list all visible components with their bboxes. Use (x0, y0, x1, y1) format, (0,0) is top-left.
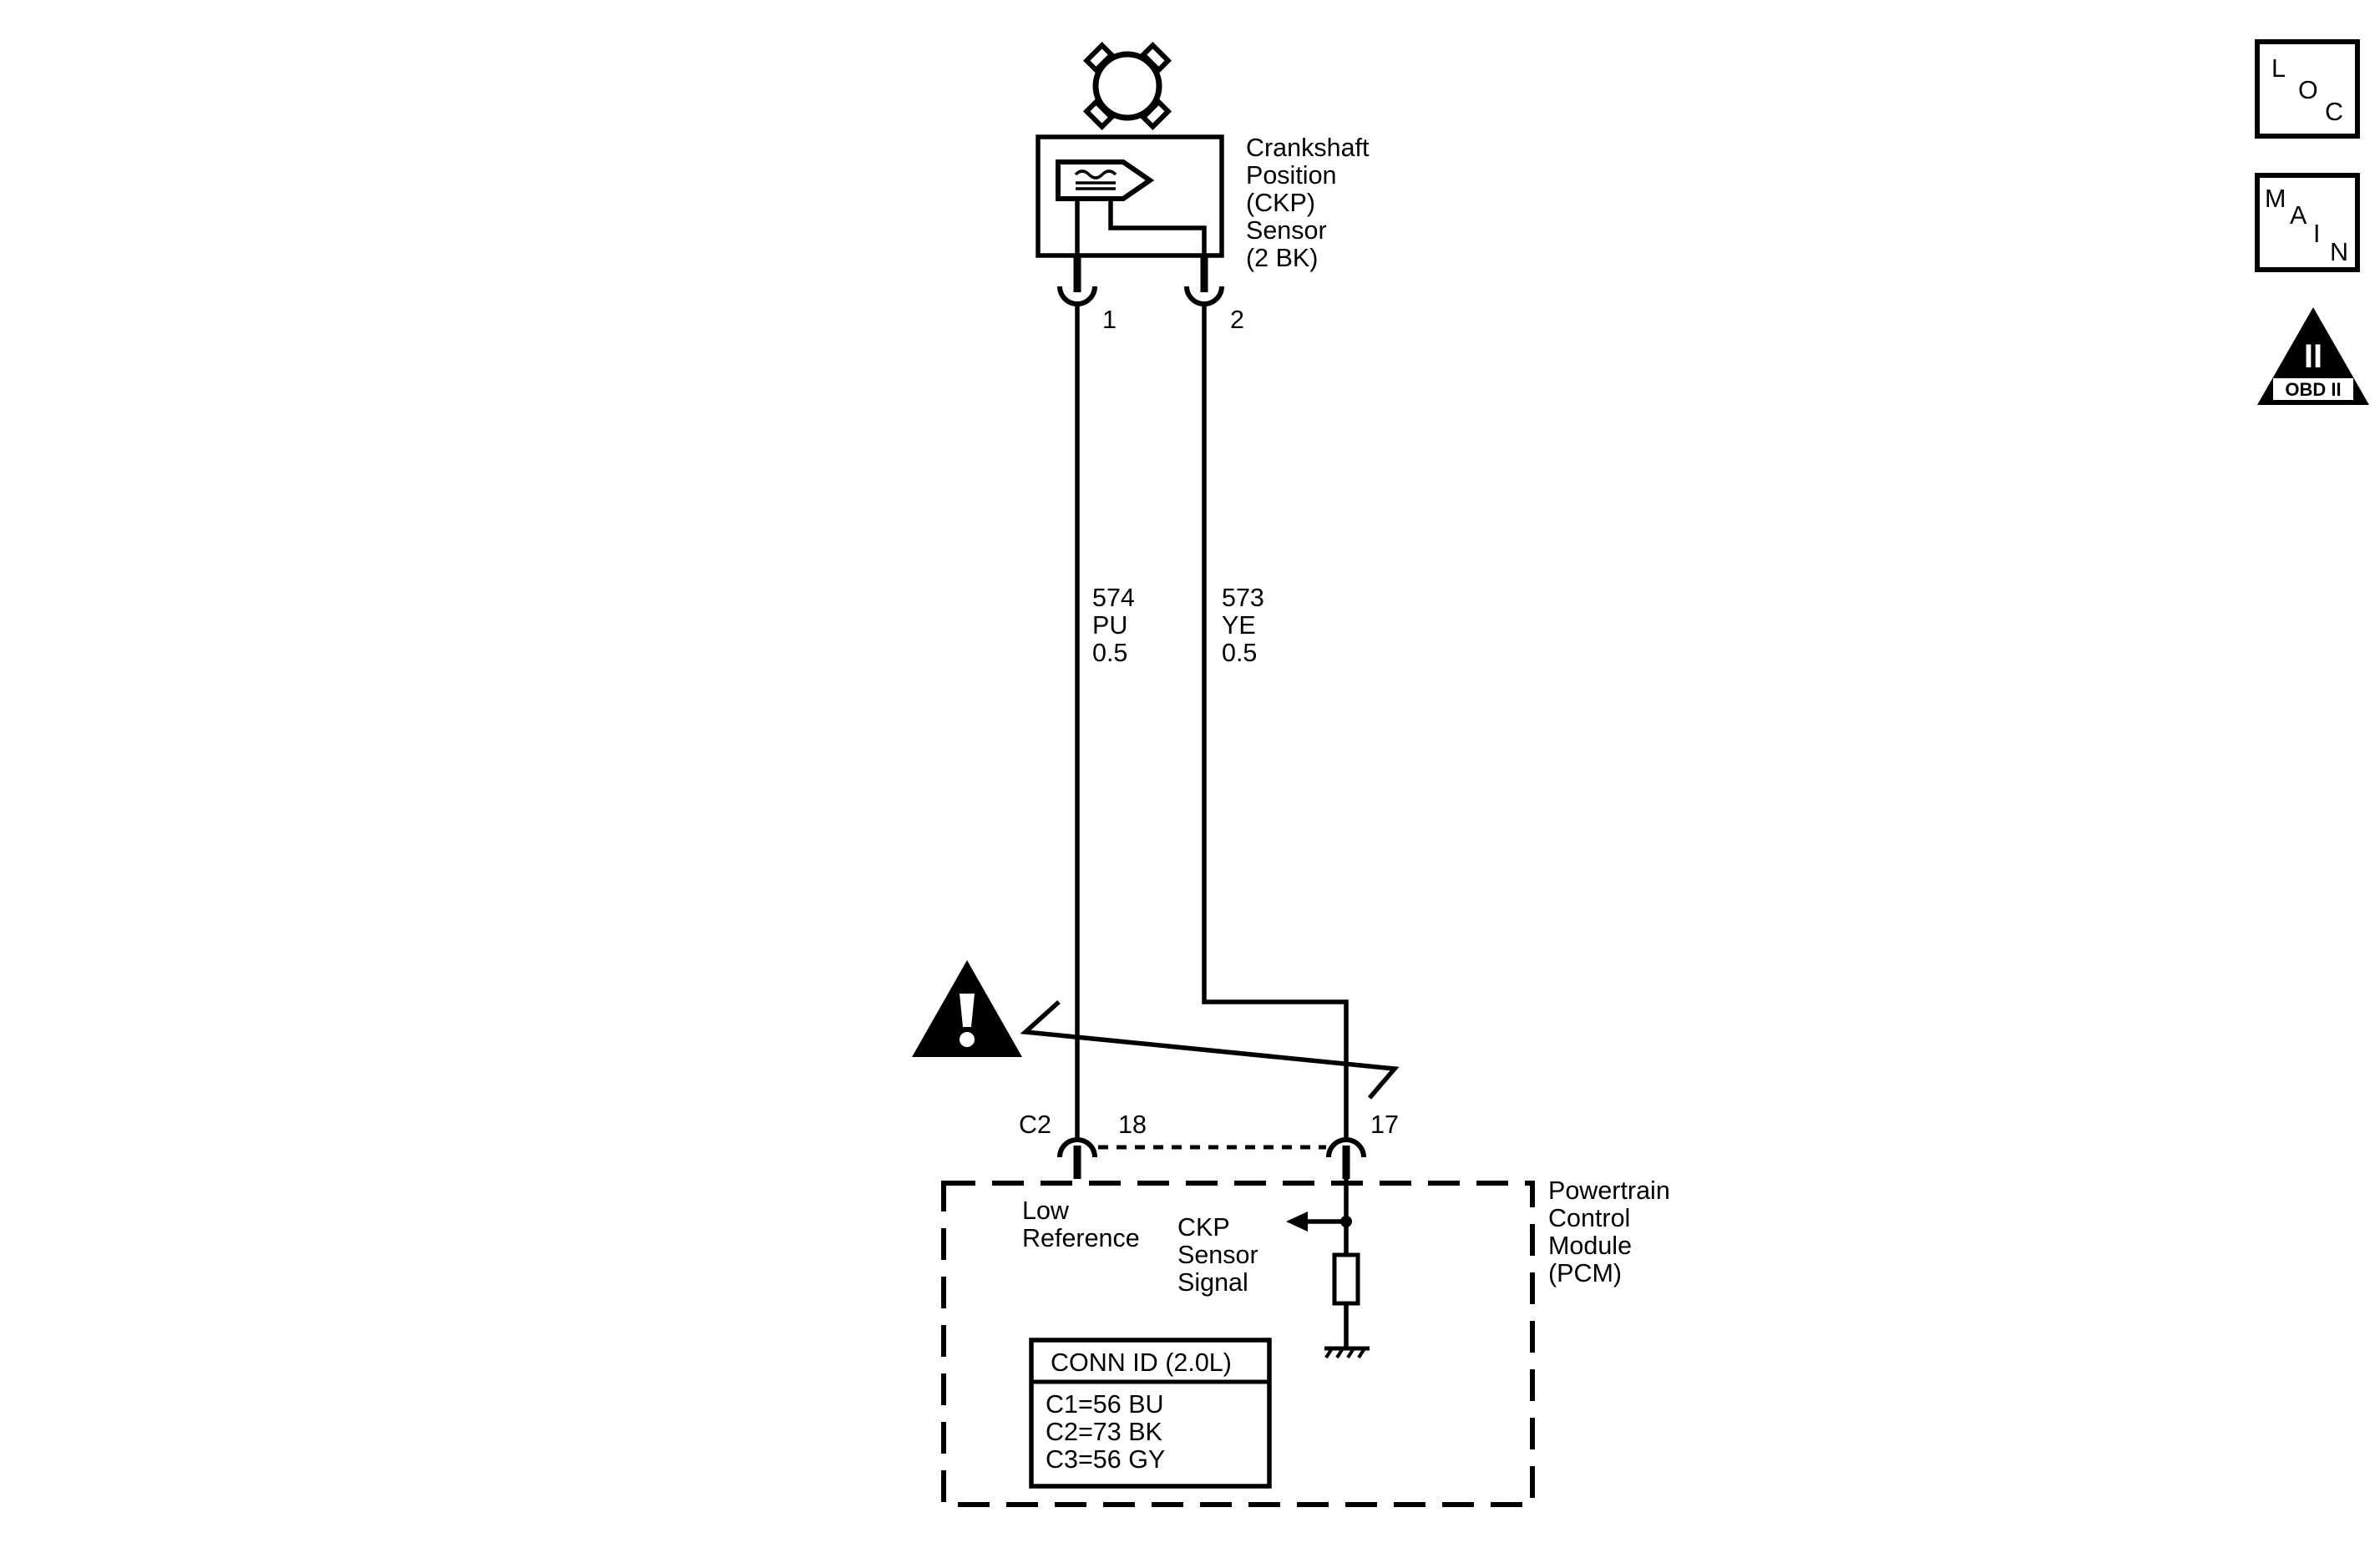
pcm-connector-label: C2 (1019, 1110, 1051, 1139)
sensor-terminal-2 (1184, 255, 1224, 306)
ckp-sensor (1036, 134, 1224, 258)
wire-574-circuit: 574 (1092, 584, 1135, 612)
wire-573-ye (1202, 302, 1349, 1138)
conn-id-row-1: C1=56 BU (1046, 1390, 1164, 1419)
pcm-label-line-1: Powertrain (1548, 1176, 1670, 1205)
ckp-label-line-3: (CKP) (1246, 189, 1315, 217)
ckp-label-line-2: Position (1246, 161, 1337, 190)
loc-letter-3: C (2325, 98, 2343, 126)
wire-574-size: 0.5 (1092, 639, 1127, 667)
signal-label-line-3: Signal (1177, 1268, 1248, 1297)
ckp-label-line-4: Sensor (1246, 216, 1327, 245)
pcm-label-line-4: (PCM) (1548, 1259, 1622, 1287)
resistor-icon (1332, 1252, 1360, 1306)
main-button[interactable]: M A I N (2255, 173, 2360, 272)
wire-573-color: YE (1222, 611, 1256, 640)
pcm-label-line-2: Control (1548, 1204, 1630, 1232)
twisted-pair-symbol (1020, 999, 1400, 1100)
main-letter-4: N (2330, 238, 2348, 266)
junction-dot (1340, 1216, 1352, 1227)
signal-arrow-icon (1286, 1211, 1308, 1232)
obd-ii-button[interactable]: II OBD II (2257, 307, 2369, 405)
wire-574-color: PU (1092, 611, 1127, 640)
signal-label-line-1: CKP (1177, 1213, 1230, 1242)
pcm-pin-18-label: 18 (1118, 1110, 1147, 1139)
loc-button[interactable]: L O C (2255, 39, 2360, 139)
low-reference-line-2: Reference (1022, 1224, 1140, 1252)
sensor-pin-2-label: 2 (1230, 306, 1244, 334)
conn-id-row-3: C3=56 GY (1046, 1445, 1165, 1474)
wire-573-circuit: 573 (1222, 584, 1264, 612)
obd-numeral: II (2304, 338, 2322, 375)
low-reference-line-1: Low (1022, 1196, 1070, 1225)
conn-id-title: CONN ID (2.0L) (1051, 1348, 1232, 1377)
wire-573-size: 0.5 (1222, 639, 1257, 667)
pcm-pin-17-label: 17 (1370, 1110, 1399, 1139)
main-letter-1: M (2265, 185, 2286, 213)
obd-text: OBD II (2285, 379, 2341, 400)
ground-icon (1324, 1346, 1370, 1359)
sensor-pin-1-label: 1 (1102, 306, 1117, 334)
loc-letter-2: O (2298, 76, 2318, 104)
signal-label-line-2: Sensor (1177, 1241, 1258, 1269)
main-letter-3: I (2313, 220, 2320, 248)
loc-letter-1: L (2271, 54, 2286, 83)
engine-gear-icon (1082, 41, 1172, 131)
conn-id-row-2: C2=73 BK (1046, 1418, 1162, 1446)
ckp-label-line-1: Crankshaft (1246, 134, 1370, 162)
pcm-module-box (941, 1181, 1535, 1507)
pcm-label-line-3: Module (1548, 1232, 1632, 1260)
pcm-terminal-17 (1326, 1137, 1366, 1179)
sensor-terminal-1 (1057, 255, 1097, 306)
conn-id-table (1029, 1338, 1272, 1489)
pcm-terminal-18 (1057, 1137, 1097, 1179)
ckp-label-line-5: (2 BK) (1246, 244, 1318, 272)
caution-icon (912, 960, 1022, 1057)
main-letter-2: A (2290, 201, 2307, 230)
